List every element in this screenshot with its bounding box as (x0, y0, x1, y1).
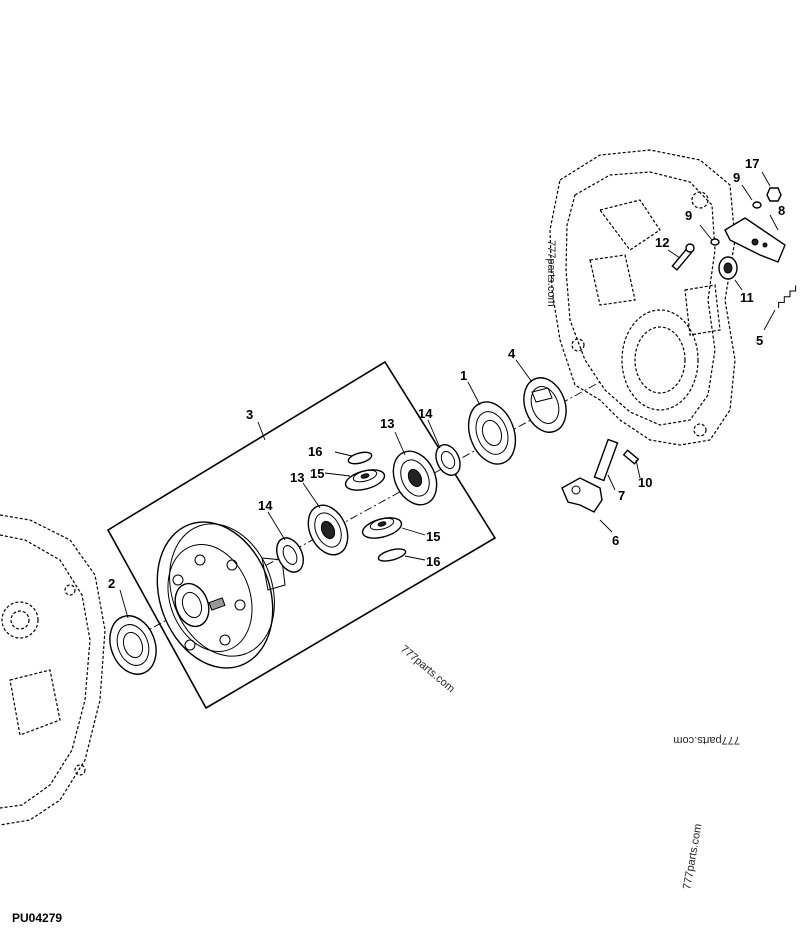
shift-lever-plate (724, 217, 786, 263)
callout-4: 4 (508, 346, 516, 361)
callout-13-left: 13 (290, 470, 304, 485)
callout-11: 11 (740, 290, 754, 305)
right-housing-case (549, 149, 736, 446)
callout-12: 12 (655, 235, 669, 250)
left-housing-case (0, 514, 106, 826)
washer-9-upper (752, 201, 762, 209)
callout-15-lower: 15 (426, 529, 440, 544)
leader-lines (119, 171, 779, 619)
thrust-washer-right (435, 444, 461, 476)
bearing-left (109, 615, 157, 675)
bolt (671, 243, 695, 271)
nut (766, 187, 782, 202)
side-gear-left (307, 504, 349, 556)
callout-14-left: 14 (258, 498, 273, 513)
callout-1: 1 (460, 368, 467, 383)
watermark-upside-down: 777parts.com (673, 734, 740, 746)
spring (778, 285, 797, 309)
watermark-diagonal: 777parts.com (398, 643, 457, 695)
watermark-vertical-top: 777parts.com (545, 240, 557, 307)
pinion-washer-upper (347, 451, 373, 465)
callout-10: 10 (638, 475, 652, 490)
callout-9-upper: 9 (733, 170, 740, 185)
callout-14-right: 14 (418, 406, 433, 421)
callout-2: 2 (108, 576, 115, 591)
differential-assembly-frame (106, 360, 497, 710)
side-gear-right (392, 450, 438, 506)
figure-id: PU04279 (12, 911, 62, 925)
callout-8: 8 (778, 203, 785, 218)
pinion-gear-lower (361, 517, 403, 539)
bushing (718, 256, 738, 280)
pinion-washer-lower (377, 548, 407, 562)
pinion-gear-upper (344, 469, 386, 491)
shift-fork (561, 477, 603, 513)
callout-16-lower: 16 (426, 554, 440, 569)
differential-case (156, 521, 286, 669)
callout-15-upper: 15 (310, 466, 324, 481)
bearing-right (467, 401, 517, 465)
callout-17: 17 (745, 156, 759, 171)
shift-collar (523, 377, 567, 433)
callout-5: 5 (756, 333, 763, 348)
callout-7: 7 (618, 488, 625, 503)
shift-shaft (593, 438, 619, 482)
callout-16-upper: 16 (308, 444, 322, 459)
callout-9-lower: 9 (685, 208, 692, 223)
thrust-washer-left (276, 537, 304, 573)
callout-6: 6 (612, 533, 619, 548)
callout-13-right: 13 (380, 416, 394, 431)
washer-9-lower (710, 238, 720, 246)
watermark-vertical-bottom: 777parts.com (681, 823, 704, 891)
callout-3: 3 (246, 407, 253, 422)
